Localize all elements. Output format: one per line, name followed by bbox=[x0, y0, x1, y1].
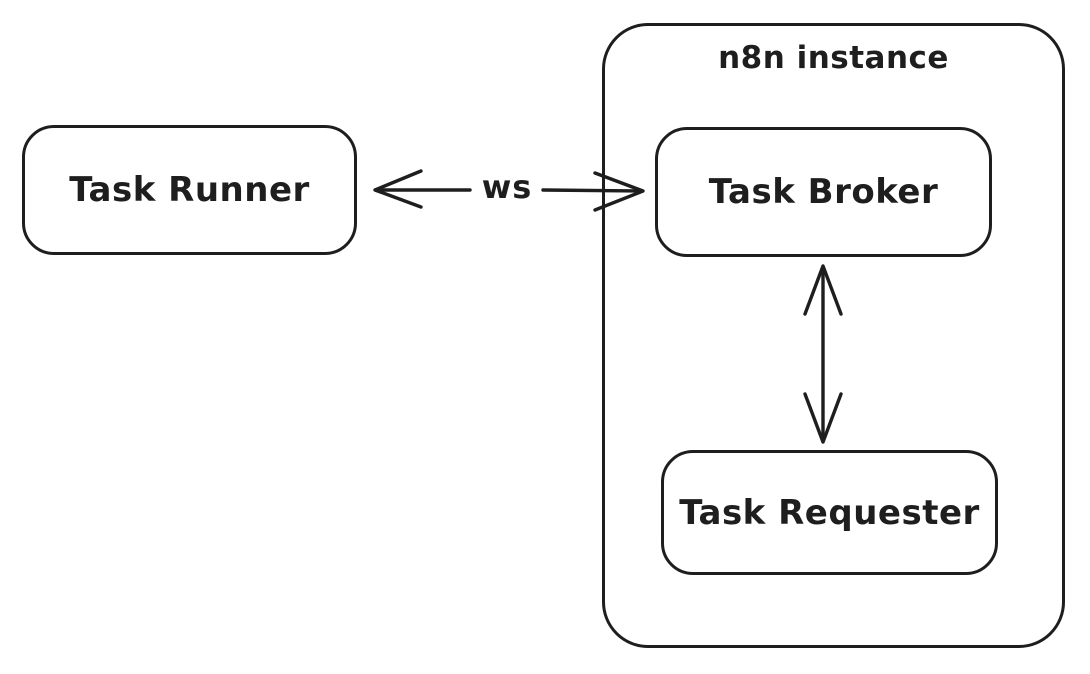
task-broker-label: Task Broker bbox=[708, 172, 939, 212]
node-task-runner: Task Runner bbox=[22, 125, 357, 255]
task-runner-label: Task Runner bbox=[69, 170, 310, 210]
ws-edge-label: ws bbox=[478, 168, 536, 206]
arrowhead-left bbox=[373, 169, 423, 209]
node-task-broker: Task Broker bbox=[655, 127, 992, 257]
n8n-instance-label: n8n instance bbox=[718, 40, 949, 76]
node-task-requester: Task Requester bbox=[661, 450, 998, 575]
task-requester-label: Task Requester bbox=[679, 492, 980, 533]
